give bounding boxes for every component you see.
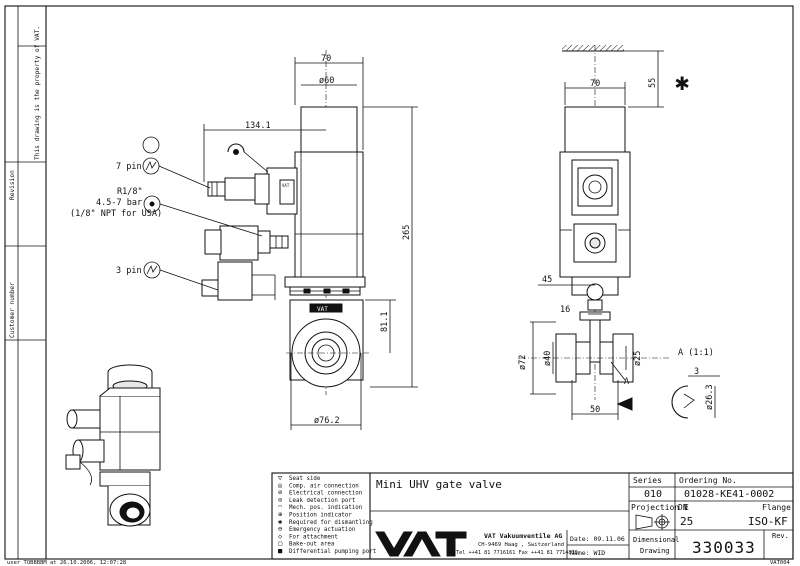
date-field: Date: 09.11.06 — [570, 535, 625, 543]
dim-offset: 134.1 — [245, 121, 271, 131]
dn-value: 25 — [680, 515, 693, 528]
seat-side-icon-marker — [616, 397, 633, 411]
sheet-code: VAT004 — [770, 560, 791, 566]
dim-lower-height: 81.1 — [380, 312, 390, 332]
customer-number-label: Customer number — [9, 282, 16, 338]
dimensional-label: Dimensional — [633, 536, 679, 544]
flange-label: Flange — [762, 503, 791, 512]
legend-label: Emergency actuation — [289, 527, 355, 533]
legend-label: Seat side — [289, 476, 321, 482]
dim-top-clear: 55 — [648, 78, 658, 88]
dim-side-offset: 45 — [542, 275, 552, 285]
title-block: Mini UHV gate valve Series 010 Ordering … — [271, 472, 794, 560]
legend-label: Electrical connection — [289, 491, 362, 497]
name-field: Name: WID — [570, 549, 605, 557]
drawing-number: 330033 — [692, 538, 756, 557]
leak-detection-icon: ⊙ — [278, 496, 282, 504]
svg-text:VAT: VAT — [282, 183, 290, 188]
dim-dia72: ø72 — [518, 355, 528, 370]
dim-side-width: 70 — [590, 79, 600, 89]
ordering-value: 01028-KE41-0002 — [684, 489, 774, 500]
projection-symbol-icon — [635, 514, 670, 530]
dim-front-dia: ø60 — [319, 76, 334, 86]
detail-a: A (1:1) 3 ø26.3 — [671, 348, 720, 419]
side-view: 70 55 ✱ 45 16 ø72 ø40 ø25 50 A — [518, 45, 689, 420]
callout-pressure: 4.5-7 bar — [96, 198, 142, 208]
legend-label: Leak detection port — [289, 498, 355, 504]
company-phone: Tel ++41 81 7716161 Fax ++41 81 7714830 — [456, 550, 578, 556]
series-label: Series — [633, 476, 662, 485]
detail-dim-3: 3 — [694, 367, 699, 377]
dim-bottom-dia: ø76.2 — [314, 416, 340, 426]
svg-text:VAT: VAT — [317, 306, 328, 313]
drawing-title: Mini UHV gate valve — [376, 478, 502, 491]
bakeout-icon: ▢ — [278, 540, 282, 548]
emergency-icon: ⊖ — [278, 525, 282, 533]
dim-neck: 16 — [560, 305, 570, 315]
drawing-label: Drawing — [640, 547, 670, 555]
mech-pos-icon: ◠ — [278, 503, 282, 511]
electrical-icon: ⊘ — [278, 489, 282, 497]
rev-label: Rev. — [772, 532, 789, 540]
front-view: VAT VAT 70 — [201, 50, 418, 430]
callout-7pin: 7 pin — [116, 136, 211, 189]
vat-logo — [375, 531, 467, 557]
dismantling-icon: ✱ — [278, 518, 283, 526]
legend-label: Bake-out area — [289, 542, 334, 548]
projection-label: Projection E — [631, 503, 689, 512]
legend-label: Comp. air connection — [289, 483, 359, 489]
property-note: This drawing is the property of VAT. — [34, 26, 41, 160]
dim-height: 265 — [402, 225, 412, 240]
seat-side-icon: ▽ — [278, 474, 283, 482]
detail-callout-a: A — [624, 377, 629, 387]
electrical-connection-icon — [142, 136, 160, 154]
company-name: VAT Vakuumventile AG — [484, 532, 562, 540]
revision-label: Revision — [9, 170, 16, 200]
dim-dia25: ø25 — [633, 351, 643, 366]
attachment-icon: ◇ — [278, 532, 283, 540]
dim-flange-len: 50 — [590, 405, 600, 415]
callout-npt: (1/8" NPT for USA) — [70, 209, 162, 219]
callout-r18: R1/8" — [117, 187, 143, 197]
detail-label: A (1:1) — [678, 348, 714, 358]
legend-label: For attachment — [289, 534, 338, 540]
dim-front-width: 70 — [321, 54, 331, 64]
user-stamp: user TOBBBBM at 26.10.2006, 12:07:28 — [7, 560, 126, 566]
legend-label: Mech. pos. indication — [289, 505, 362, 511]
pumping-port-icon: ■ — [278, 547, 283, 555]
dn-label: DN — [678, 503, 688, 512]
flange-value: ISO-KF — [748, 515, 788, 528]
callout-compressed-air: R1/8" 4.5-7 bar (1/8" NPT for USA) — [70, 187, 263, 237]
detail-dim-dia: ø26.3 — [705, 384, 715, 410]
isometric-view — [65, 364, 161, 527]
ordering-label: Ordering No. — [679, 476, 737, 485]
position-indicator-icon: ⊕ — [278, 511, 283, 519]
callout-3pin: 3 pin — [116, 261, 219, 291]
callout-7pin-label: 7 pin — [116, 162, 142, 172]
company-address: CH-9469 Haag , Switzerland — [478, 542, 564, 548]
symbol-legend: ▽ Seat side ◎ Comp. air connection ⊘ Electric… — [278, 474, 376, 555]
comp-air-icon: ◎ — [278, 481, 283, 489]
legend-label: Differential pumping port — [289, 549, 376, 555]
dismantling-asterisk-icon: ✱ — [675, 68, 689, 96]
legend-label: Position indicator — [289, 513, 352, 519]
dim-dia40: ø40 — [543, 351, 553, 366]
legend-label: Required for dismantling — [289, 520, 373, 526]
callout-3pin-label: 3 pin — [116, 266, 142, 276]
series-value: 010 — [644, 489, 662, 500]
